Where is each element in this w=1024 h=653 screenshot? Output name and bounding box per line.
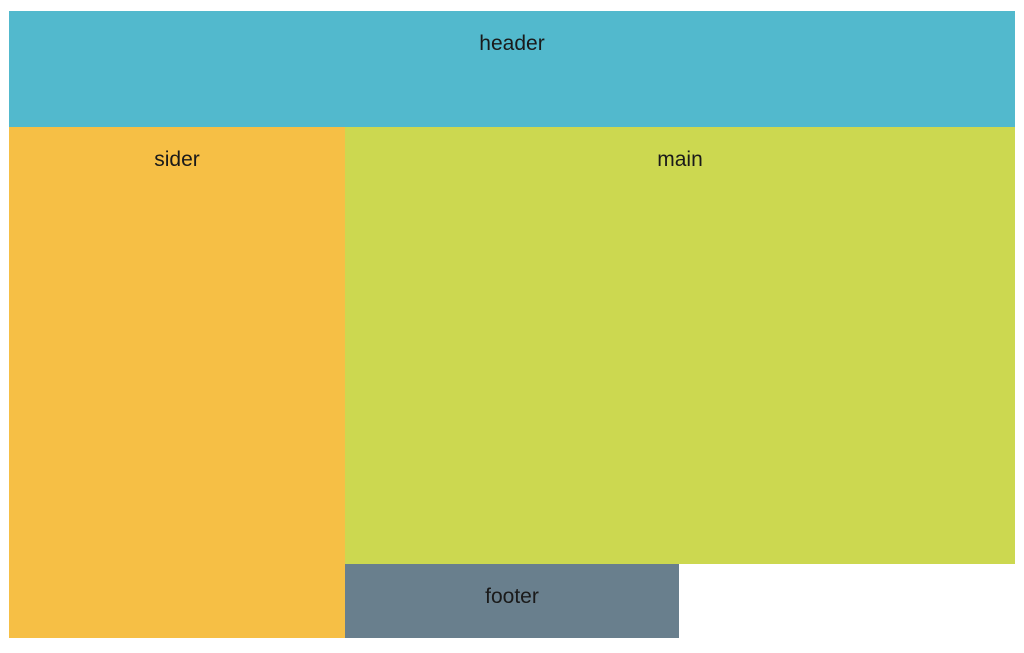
- header-region-label: header: [479, 32, 545, 55]
- sider-region-label: sider: [154, 148, 200, 171]
- sider-region: sider: [9, 127, 345, 638]
- main-region-label: main: [657, 148, 703, 171]
- footer-region-label: footer: [485, 585, 539, 608]
- footer-region: footer: [345, 564, 679, 638]
- main-region: main: [345, 127, 1015, 564]
- header-region: header: [9, 11, 1015, 127]
